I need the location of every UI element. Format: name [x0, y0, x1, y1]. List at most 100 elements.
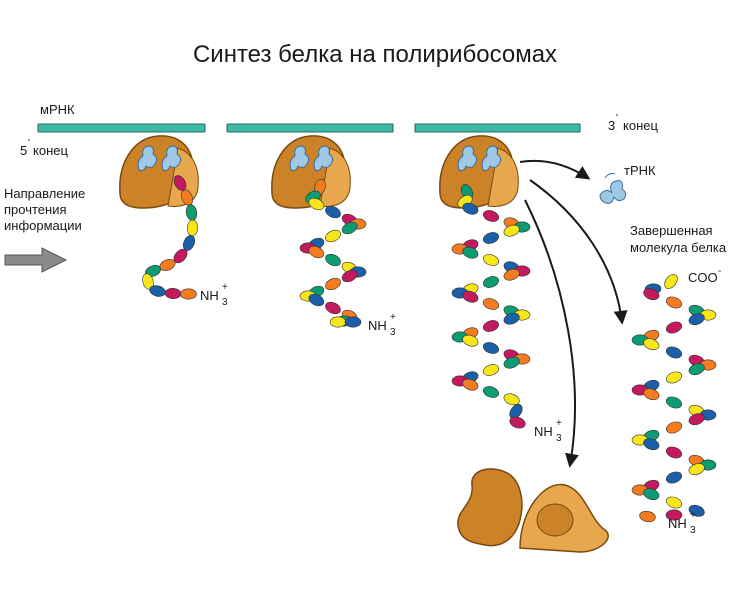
amino-acid-bead: [503, 268, 520, 281]
amino-acid-bead: [665, 496, 683, 509]
svg-text:+: +: [390, 312, 396, 323]
amino-acid-bead: [180, 288, 197, 300]
svg-text:NH: NH: [668, 516, 687, 531]
ribosome-icon: [271, 135, 351, 209]
amino-acid-bead: [688, 463, 705, 476]
finished-protein-line1: Завершенная: [630, 223, 713, 238]
release-arrow-down: [524, 199, 579, 468]
svg-text:3: 3: [390, 327, 396, 338]
amino-acid-bead: [688, 313, 705, 326]
carboxyl-label: COO: [688, 270, 718, 285]
amino-acid-bead: [509, 416, 526, 429]
amino-acid-bead: [341, 221, 358, 235]
bound-trna-icon: [289, 145, 310, 171]
amino-acid-bead: [308, 293, 325, 307]
amino-acid-bead: [325, 301, 341, 315]
amino-acid-bead: [665, 471, 683, 484]
direction-label-line3: информации: [4, 218, 82, 233]
amino-acid-bead: [329, 316, 347, 328]
polypeptide-chain: [451, 184, 531, 429]
amino-acid-bead: [503, 356, 520, 369]
amino-acid-bead: [462, 202, 479, 215]
amino-acid-bead: [482, 342, 500, 354]
amino-label-3: NH 3 +: [534, 418, 562, 444]
svg-text:3: 3: [690, 525, 696, 536]
svg-text:NH: NH: [368, 318, 387, 333]
bound-trna-icon: [313, 145, 334, 171]
amino-acid-bead: [643, 338, 660, 351]
amino-acid-bead: [688, 413, 705, 426]
five-prime-digit: 5: [20, 143, 27, 158]
direction-arrow-icon: [4, 247, 68, 273]
ribosome-icon: [119, 135, 199, 209]
amino-acid-bead: [665, 346, 683, 359]
amino-acid-bead: [665, 446, 683, 459]
five-prime-mark: ': [28, 138, 30, 149]
amino-acid-bead: [325, 229, 341, 243]
amino-acid-bead: [482, 276, 500, 288]
amino-acid-bead: [308, 197, 325, 211]
amino-label-1: NH 3 +: [200, 282, 228, 308]
amino-acid-bead: [462, 378, 479, 391]
amino-acid-bead: [164, 287, 182, 300]
amino-acid-bead: [643, 388, 660, 401]
carboxyl-charge: -: [718, 266, 721, 277]
polypeptide-chain: [142, 175, 199, 300]
amino-acid-bead: [462, 290, 479, 303]
amino-acid-bead: [325, 205, 341, 219]
amino-acid-bead: [665, 396, 683, 409]
trna-release-arrow: [519, 159, 591, 180]
finished-protein-line2: молекула белка: [630, 240, 727, 255]
small-subunit-icon: [519, 483, 609, 553]
amino-acid-bead: [643, 288, 660, 301]
svg-text:+: +: [690, 510, 696, 521]
svg-text:+: +: [556, 418, 562, 429]
amino-acid-bead: [664, 274, 678, 289]
amino-acid-bead: [308, 245, 325, 259]
amino-acid-bead: [482, 386, 500, 398]
three-prime-mark: ': [616, 113, 618, 124]
mrna-segment: [37, 123, 206, 133]
mrna-segment: [226, 123, 394, 133]
amino-acid-bead: [665, 509, 683, 521]
mrna-segment: [414, 123, 581, 133]
amino-acid-bead: [462, 246, 479, 259]
amino-acid-bead: [344, 316, 362, 328]
amino-acid-bead: [643, 438, 660, 451]
large-subunit-icon: [457, 468, 523, 547]
bound-trna-icon: [457, 145, 478, 171]
direction-label-line2: прочтения: [4, 202, 67, 217]
amino-acid-bead: [482, 254, 500, 266]
amino-acid-bead: [185, 204, 198, 221]
svg-text:NH: NH: [534, 424, 553, 439]
amino-acid-bead: [688, 363, 705, 376]
five-prime-word: конец: [33, 143, 68, 158]
amino-acid-bead: [482, 210, 500, 222]
amino-acid-bead: [665, 296, 683, 309]
amino-acid-bead: [643, 488, 660, 501]
amino-acid-bead: [503, 224, 520, 237]
svg-text:NH: NH: [200, 288, 219, 303]
amino-acid-bead: [325, 253, 341, 267]
amino-acid-bead: [639, 510, 656, 523]
amino-acid-bead: [688, 504, 705, 517]
polypeptide-chain: [631, 274, 717, 523]
amino-acid-bead: [186, 219, 199, 237]
amino-acid-bead: [462, 334, 479, 347]
trna-label: тРНК: [624, 163, 656, 178]
diagram-title: Синтез белка на полирибосомах: [193, 41, 557, 68]
svg-text:3: 3: [222, 297, 228, 308]
amino-acid-bead: [665, 371, 683, 384]
release-arrow-right: [529, 179, 628, 325]
amino-acid-bead: [503, 312, 520, 325]
svg-text:3: 3: [556, 433, 562, 444]
amino-acid-bead: [482, 364, 500, 376]
polypeptide-chain: [299, 178, 367, 328]
direction-label-line1: Направление: [4, 186, 85, 201]
amino-acid-bead: [665, 421, 683, 434]
amino-acid-bead: [482, 320, 500, 332]
three-prime-word: конец: [623, 118, 658, 133]
amino-acid-bead: [482, 298, 500, 310]
mrna-strand: [37, 123, 581, 133]
